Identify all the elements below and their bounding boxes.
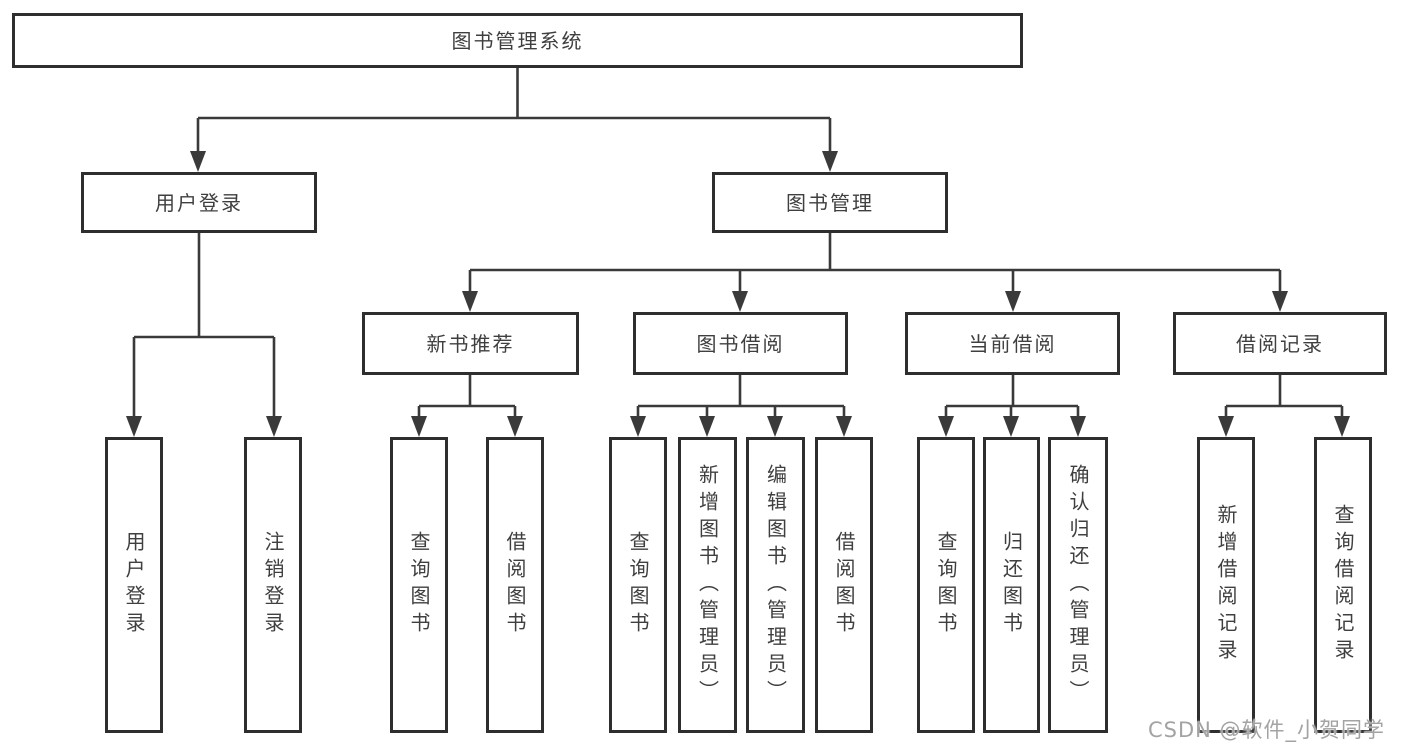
leaf-logout-label: 注销登录: [261, 531, 285, 639]
node-user-login: 用户登录: [81, 172, 317, 233]
node-book-management: 图书管理: [712, 172, 948, 233]
leaf-add-book-admin: 新增图书（管理员）: [678, 437, 737, 733]
leaf-logout: 注销登录: [244, 437, 302, 733]
node-new-book-recommend: 新书推荐: [362, 312, 579, 375]
leaf-borrow-books: 借阅图书: [815, 437, 873, 733]
leaf-query-books-borrow-label: 查询图书: [626, 531, 650, 639]
leaf-user-login: 用户登录: [105, 437, 163, 733]
leaf-add-borrow-record-label: 新增借阅记录: [1214, 504, 1238, 666]
leaf-return-book-label: 归还图书: [999, 531, 1024, 639]
leaf-query-borrow-record: 查询借阅记录: [1314, 437, 1372, 733]
leaf-query-books-current-label: 查询图书: [934, 531, 958, 639]
leaf-return-book: 归还图书: [983, 437, 1040, 733]
csdn-watermark: CSDN @软件_小贺同学: [1148, 718, 1386, 742]
leaf-confirm-return-admin-label: 确认归还（管理员）: [1066, 463, 1090, 707]
leaf-user-login-label: 用户登录: [122, 531, 146, 639]
node-current-borrow: 当前借阅: [905, 312, 1120, 375]
leaf-query-books-recommend-label: 查询图书: [407, 531, 431, 639]
leaf-query-books-recommend: 查询图书: [390, 437, 448, 733]
leaf-add-book-admin-label: 新增图书（管理员）: [695, 463, 720, 707]
node-root: 图书管理系统: [12, 13, 1023, 68]
node-borrow-records: 借阅记录: [1173, 312, 1387, 375]
leaf-borrow-books-label: 借阅图书: [832, 531, 856, 639]
leaf-query-books-borrow: 查询图书: [609, 437, 667, 733]
leaf-edit-book-admin-label: 编辑图书（管理员）: [763, 463, 788, 707]
leaf-borrow-books-recommend: 借阅图书: [486, 437, 544, 733]
leaf-edit-book-admin: 编辑图书（管理员）: [746, 437, 805, 733]
leaf-add-borrow-record: 新增借阅记录: [1197, 437, 1255, 733]
leaf-query-borrow-record-label: 查询借阅记录: [1331, 504, 1355, 666]
node-book-borrow: 图书借阅: [633, 312, 848, 375]
leaf-query-books-current: 查询图书: [917, 437, 975, 733]
leaf-borrow-books-recommend-label: 借阅图书: [503, 531, 527, 639]
leaf-confirm-return-admin: 确认归还（管理员）: [1048, 437, 1108, 733]
